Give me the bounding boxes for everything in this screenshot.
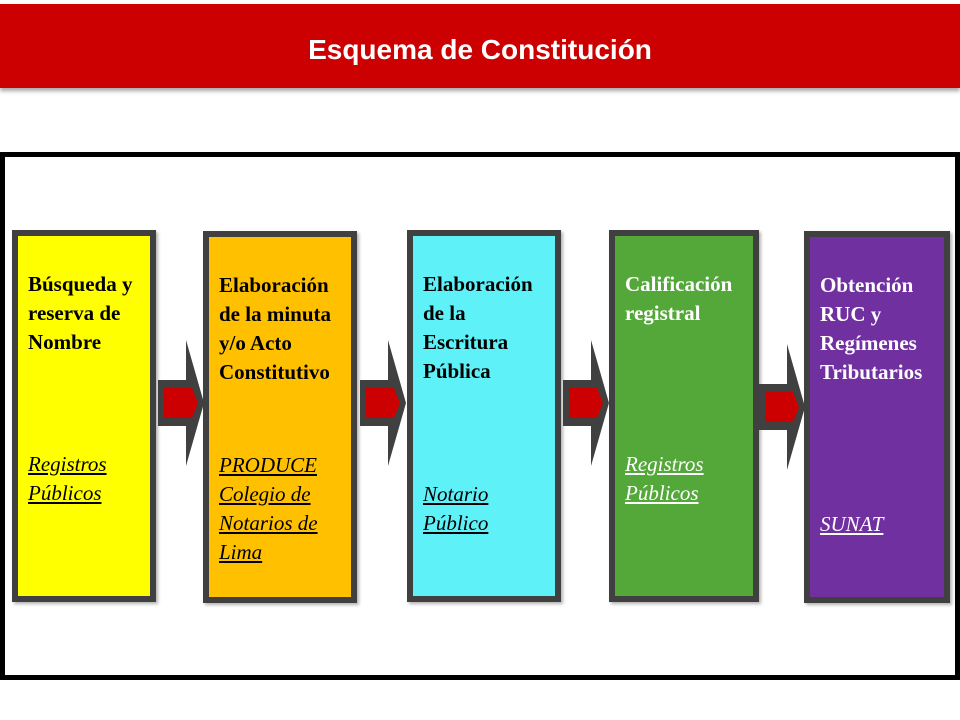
step-box-busqueda: Búsqueda y reserva de Nombre Registros P… bbox=[12, 230, 156, 602]
step-title: Calificación registral bbox=[625, 272, 733, 325]
step-title: Obtención RUC y Regímenes Tributarios bbox=[820, 273, 923, 384]
step-entity-link[interactable]: PRODUCE Colegio de Notarios de Lima bbox=[219, 453, 318, 564]
step-box-obtencion-ruc: Obtención RUC y Regímenes Tributarios SU… bbox=[804, 231, 950, 603]
step-title: Elaboración de la Escritura Pública bbox=[423, 272, 533, 383]
arrow-right-icon bbox=[563, 340, 609, 466]
step-title: Elaboración de la minuta y/o Acto Consti… bbox=[219, 273, 332, 384]
step-entity-link[interactable]: SUNAT bbox=[820, 512, 884, 536]
title-bar: Esquema de Constitución bbox=[0, 4, 960, 88]
step-title: Búsqueda y reserva de Nombre bbox=[28, 272, 133, 354]
step-box-elaboracion-minuta: Elaboración de la minuta y/o Acto Consti… bbox=[203, 231, 357, 603]
page-title: Esquema de Constitución bbox=[308, 34, 652, 65]
step-entity-link[interactable]: Registros Públicos bbox=[625, 452, 704, 505]
arrow-right-icon bbox=[759, 344, 805, 470]
step-box-escritura-publica: Elaboración de la Escritura Pública Nota… bbox=[407, 230, 561, 602]
arrow-right-icon bbox=[158, 340, 204, 466]
step-entity-link[interactable]: Notario Público bbox=[423, 482, 489, 535]
step-entity-link[interactable]: Registros Públicos bbox=[28, 452, 107, 505]
step-box-calificacion-registral: Calificación registral Registros Público… bbox=[609, 230, 759, 602]
arrow-right-icon bbox=[360, 340, 406, 466]
